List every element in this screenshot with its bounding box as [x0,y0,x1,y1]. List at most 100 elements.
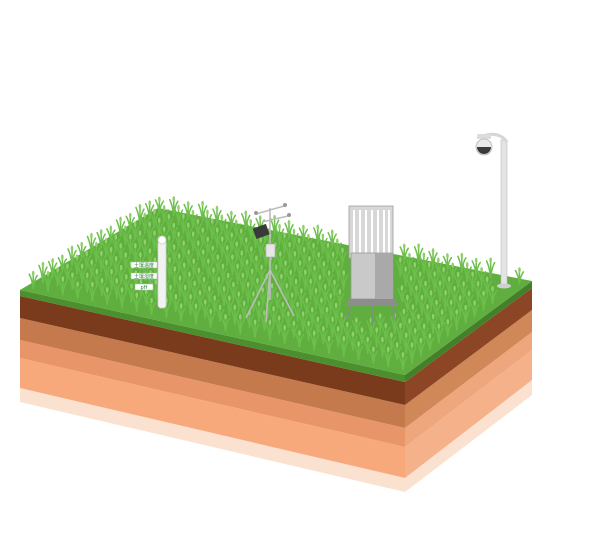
crop-plant [410,328,420,348]
crop-plant [284,241,295,264]
crop-plant [458,281,469,299]
crop-plant [52,267,63,287]
crop-plant [399,308,409,328]
crop-plant [200,299,211,319]
weather-sensors [252,203,291,258]
crop-plant [457,252,467,273]
crop-plant [217,214,227,234]
crop-plant [473,281,483,302]
crop-plant [154,217,164,237]
crop-plant [241,237,251,255]
crop-plant [178,213,189,234]
sensor-label-3: pH [141,285,148,291]
crop-plant [400,266,411,287]
crop-plant [316,297,327,319]
crop-plant [132,292,142,312]
crop-plant [251,255,262,273]
crop-plant [431,299,442,318]
crop-plant [324,270,334,288]
crop-plant [77,263,87,284]
crop-plant [154,196,165,214]
crop-plant [67,272,78,290]
crop-plant [140,212,150,234]
crop-plant [175,275,185,297]
crop-plant [413,243,424,265]
crop-plant [246,246,257,264]
crop-plant [202,236,213,255]
crop-plant [386,332,397,351]
crop-plant [307,307,317,326]
crop-plant [188,209,198,228]
crop-plant [173,204,184,226]
sensor-label-1: 土壤温度 [134,262,154,269]
crop-plant [180,284,190,306]
crop-plant [164,257,175,279]
crop-plant [233,291,244,310]
crop-plant [351,317,362,335]
crop-plant [383,346,393,367]
crop-plant [333,261,344,282]
crop-plant [371,327,382,348]
crop-plant [255,237,266,258]
crop-plant [274,223,285,246]
crop-plant [319,261,329,279]
crop-plant [298,311,308,332]
crop-plant [435,280,445,302]
crop-plant [183,222,193,243]
crop-plant [278,301,288,319]
crop-plant [47,258,58,278]
crop-plant [451,309,462,331]
crop-plant [342,321,352,342]
crop-plant [111,256,121,276]
crop-plant [425,333,435,351]
crop-plant [207,218,218,240]
crop-plant [422,304,433,325]
crop-plant [120,225,131,246]
crop-plant [337,247,348,266]
crop-plant [455,295,465,315]
crop-plant [189,280,200,300]
crop-plant [81,250,92,269]
crop-plant [72,281,83,299]
crop-plant [322,307,332,329]
crop-plant [144,200,155,220]
crop-plant [144,221,155,243]
crop-plant [404,318,415,338]
crop-plant [62,263,73,281]
crop-plant [429,271,440,293]
crop-plant [135,204,145,226]
crop-plant [348,331,358,351]
crop-plant [149,230,160,252]
crop-plant [222,245,233,267]
crop-plant [437,309,447,328]
crop-plant [188,231,198,252]
crop-plant [402,294,413,312]
crop-plant [407,342,417,364]
crop-plant [220,314,231,332]
crop-plant [125,212,136,232]
crop-plant [106,225,116,243]
crop-plant [419,323,429,341]
crop-plant [195,290,205,310]
crop-plant [444,276,454,296]
crop-plant [268,305,279,326]
crop-plant [226,210,237,228]
crop-plant [140,239,150,258]
crop-plant [289,228,299,249]
crop-plant [121,274,132,294]
crop-plant [102,287,112,306]
crop-plant [440,290,451,312]
crop-plant [28,270,38,289]
crop-plant [174,253,184,273]
crop-plant [320,283,330,304]
crop-plant [446,299,456,321]
crop-plant [82,272,92,293]
crop-plant [447,262,458,280]
crop-plant [283,311,294,329]
crop-plant [236,228,246,246]
crop-plant [335,289,345,307]
crop-plant [339,335,349,358]
crop-plant [275,251,286,270]
crop-plant [117,287,127,309]
crop-plant [159,205,169,223]
